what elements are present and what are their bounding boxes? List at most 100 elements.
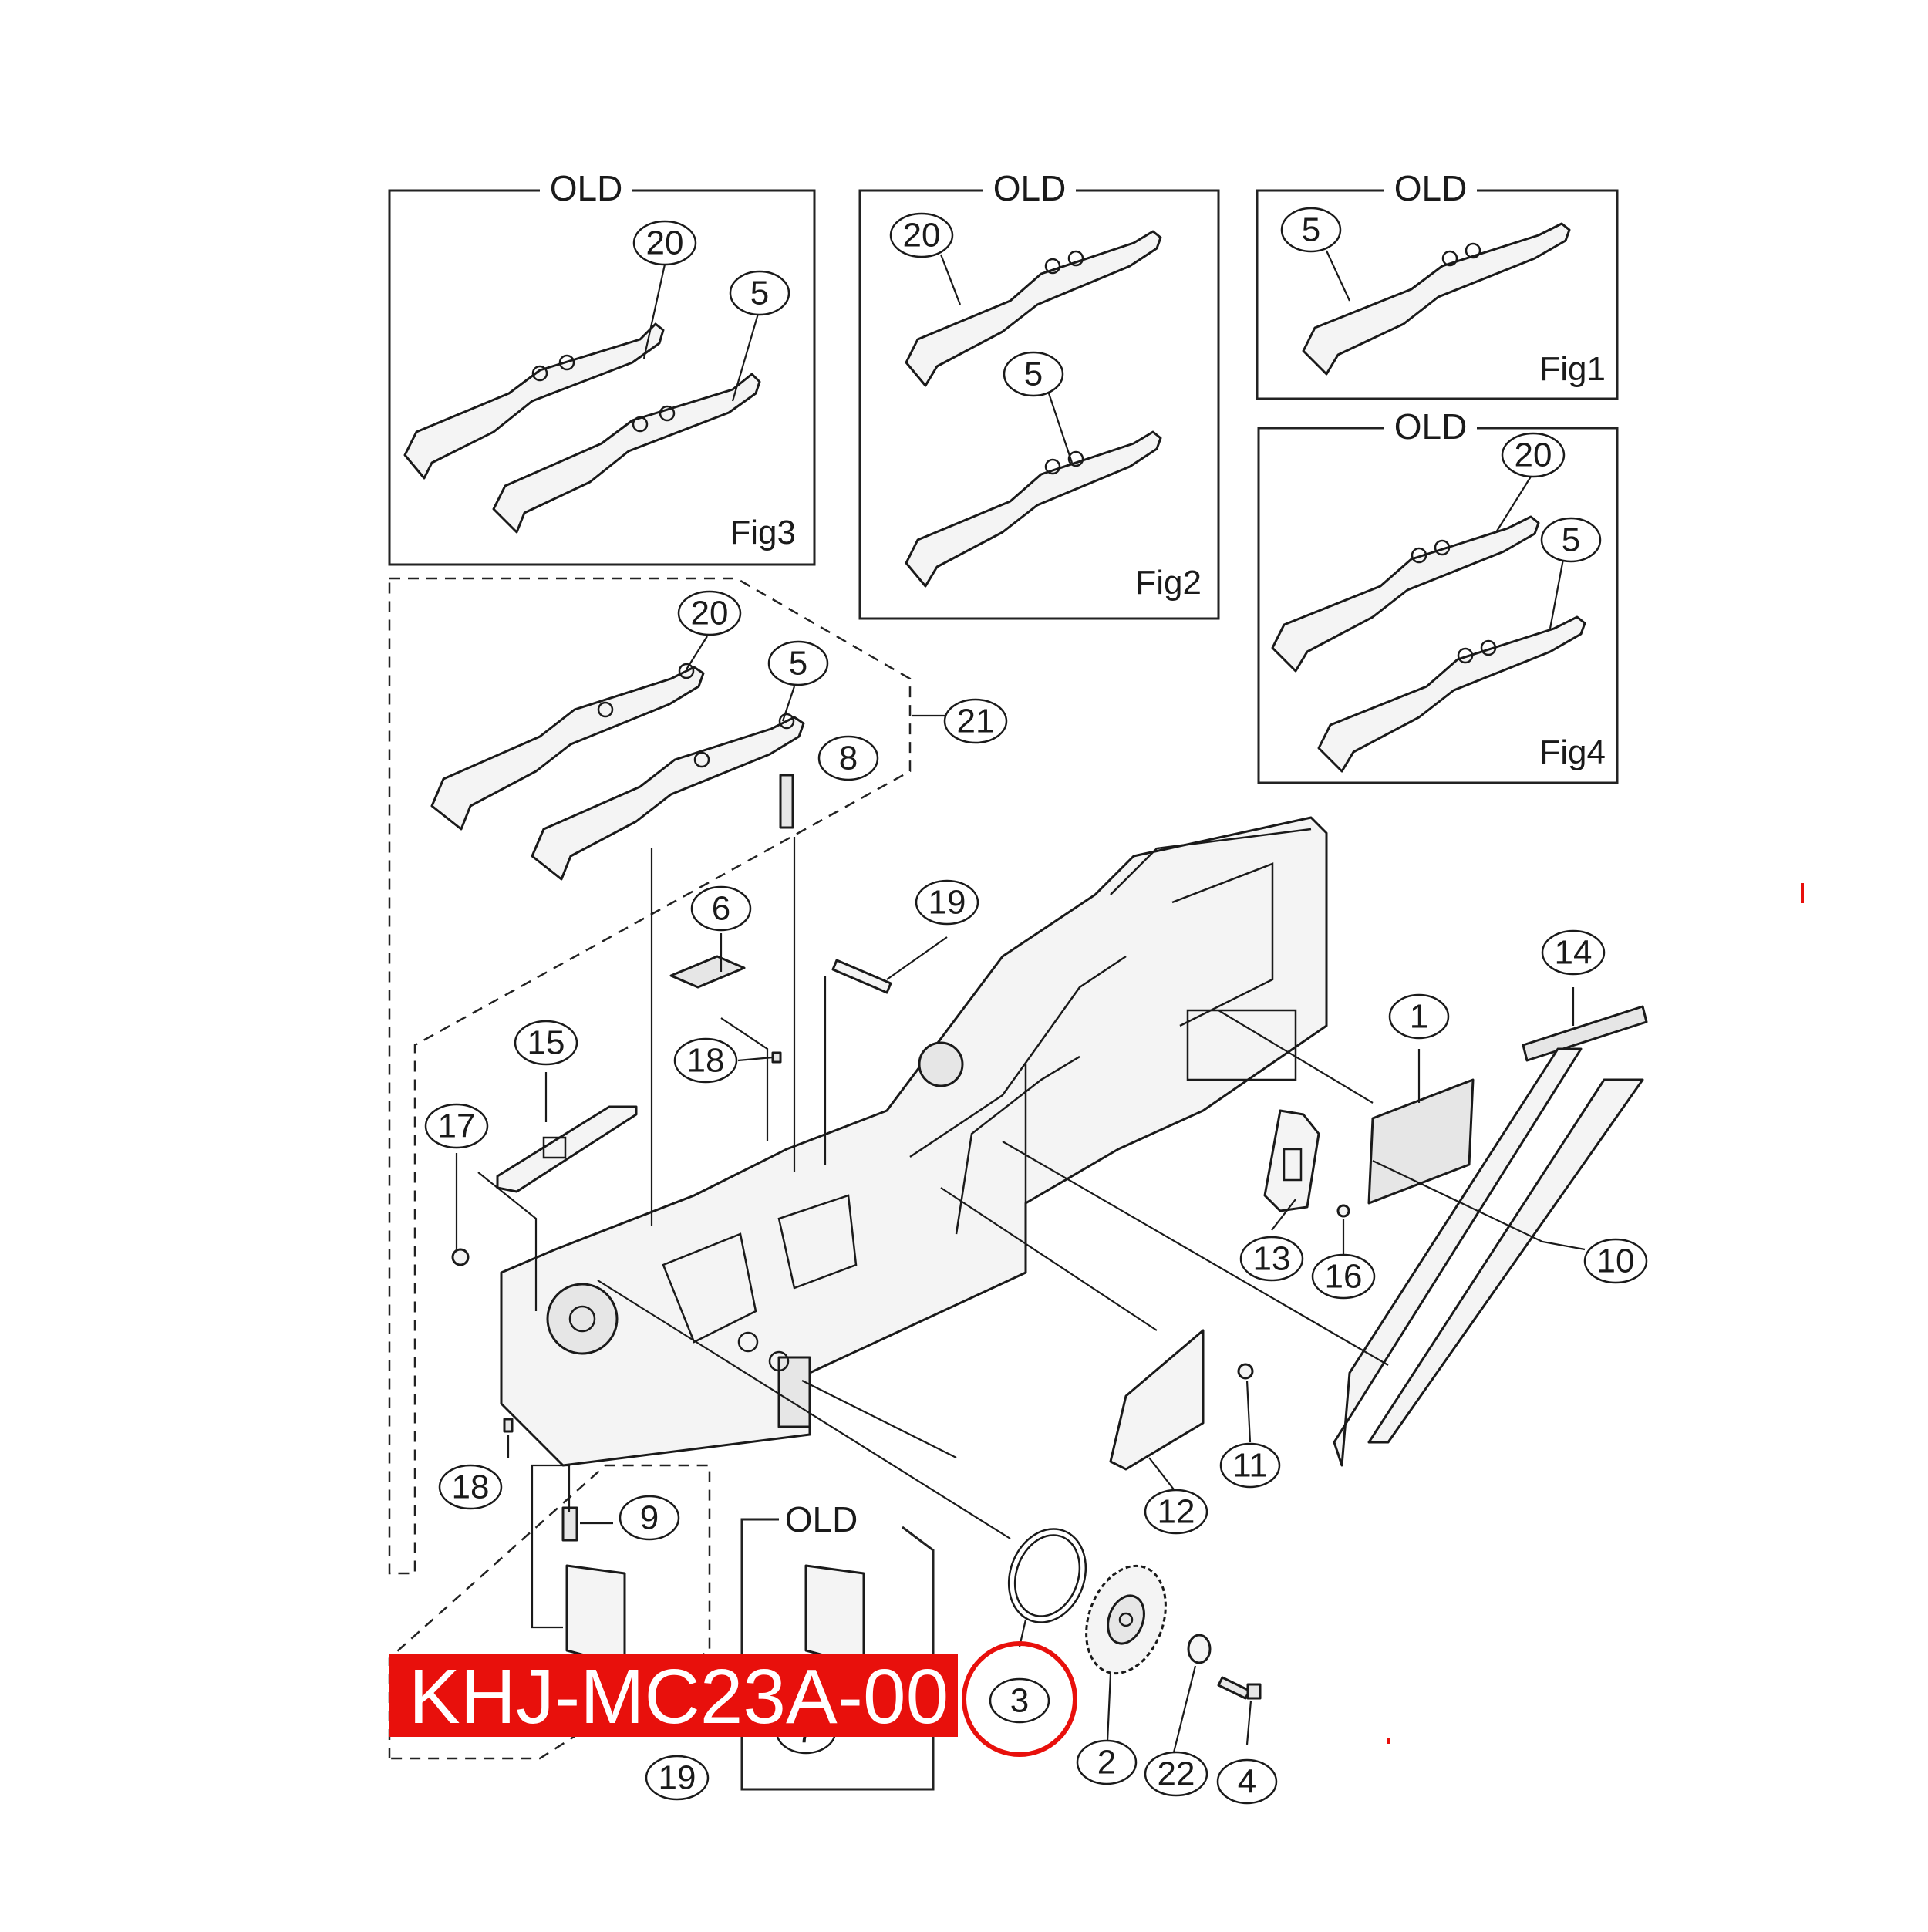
part-2-sprocket xyxy=(1085,1564,1167,1675)
svg-text:10: 10 xyxy=(1597,1242,1635,1280)
svg-text:18: 18 xyxy=(452,1468,490,1506)
old-label: OLD xyxy=(1394,406,1468,447)
callout-19: 19 xyxy=(645,1755,710,1801)
part-19-pin xyxy=(831,959,892,994)
svg-text:5: 5 xyxy=(1562,521,1580,559)
callout-10: 10 xyxy=(1583,1238,1648,1284)
svg-text:13: 13 xyxy=(1253,1240,1291,1278)
callout-8: 8 xyxy=(817,735,879,781)
svg-text:14: 14 xyxy=(1555,934,1593,972)
lower-bracket xyxy=(565,1564,626,1667)
feeder-main-frame xyxy=(500,816,1328,1467)
callout-1: 1 xyxy=(1388,993,1450,1040)
svg-text:KHJ-MC23A-00: KHJ-MC23A-00 xyxy=(409,1654,949,1740)
callout-15: 15 xyxy=(514,1020,578,1066)
svg-text:1: 1 xyxy=(1410,998,1428,1036)
part-9-spring xyxy=(561,1506,578,1542)
part-6 xyxy=(669,955,746,989)
svg-text:22: 22 xyxy=(1158,1755,1195,1793)
old-box-fig4: OLD Fig4 xyxy=(1257,406,1619,784)
svg-text:18: 18 xyxy=(687,1042,725,1080)
svg-text:4: 4 xyxy=(1238,1763,1256,1801)
callout-4: 4 xyxy=(1216,1758,1278,1805)
part-4-screw xyxy=(1217,1676,1251,1700)
callout-3: 3 xyxy=(989,1677,1050,1724)
callout-9: 9 xyxy=(619,1495,680,1541)
figure-label-fig4: Fig4 xyxy=(1539,733,1606,771)
part-11-screw xyxy=(1237,1363,1254,1380)
svg-text:20: 20 xyxy=(903,217,941,255)
svg-text:19: 19 xyxy=(929,884,966,922)
callout-20: 20 xyxy=(1501,432,1566,478)
old-box-fig2: OLD Fig2 xyxy=(858,168,1220,620)
part-17-screw xyxy=(451,1248,470,1266)
svg-text:3: 3 xyxy=(1010,1682,1029,1720)
callout-5: 5 xyxy=(1540,517,1602,563)
callout-6: 6 xyxy=(690,885,752,932)
svg-text:11: 11 xyxy=(1232,1447,1268,1485)
part-16-screw xyxy=(1336,1204,1350,1218)
svg-text:5: 5 xyxy=(1024,356,1043,393)
callout-2: 2 xyxy=(1076,1739,1138,1785)
svg-text:2: 2 xyxy=(1097,1744,1116,1782)
callout-5: 5 xyxy=(1003,351,1064,397)
callout-21: 21 xyxy=(943,698,1008,744)
red-mark xyxy=(1387,1738,1390,1744)
part-3-ring xyxy=(1007,1528,1087,1623)
assembly-21-outline xyxy=(388,577,912,1575)
callout-14: 14 xyxy=(1541,929,1606,976)
svg-text:8: 8 xyxy=(839,740,858,777)
leader-lines xyxy=(455,250,1586,1759)
callout-19: 19 xyxy=(915,879,979,926)
old-box-part7: OLD xyxy=(740,1499,935,1791)
red-mark xyxy=(1801,883,1804,903)
svg-text:9: 9 xyxy=(640,1499,659,1537)
old-label: OLD xyxy=(1394,168,1468,208)
part-code-label: KHJ-MC23A-00 xyxy=(389,1654,958,1740)
old-label: OLD xyxy=(550,168,623,208)
svg-text:20: 20 xyxy=(646,224,684,262)
figure-label-fig3: Fig3 xyxy=(730,514,796,551)
callout-13: 13 xyxy=(1239,1236,1304,1282)
callout-11: 11 xyxy=(1219,1442,1281,1489)
part-1-label xyxy=(1367,1078,1475,1205)
part-8-spring xyxy=(779,774,794,829)
old-box-fig1: OLD Fig1 xyxy=(1256,168,1619,400)
callout-12: 12 xyxy=(1144,1489,1208,1535)
callout-5: 5 xyxy=(729,270,790,316)
callout-20: 20 xyxy=(677,590,742,636)
part-13 xyxy=(1263,1109,1320,1212)
figure-label-fig1: Fig1 xyxy=(1539,350,1606,388)
svg-text:12: 12 xyxy=(1158,1493,1195,1531)
old-label: OLD xyxy=(785,1499,858,1539)
part-14 xyxy=(1522,1005,1648,1062)
callout-17: 17 xyxy=(424,1103,489,1149)
part-18-setscrew-lower xyxy=(503,1418,514,1433)
svg-text:5: 5 xyxy=(1302,211,1320,249)
callout-20: 20 xyxy=(889,212,954,258)
callout-22: 22 xyxy=(1144,1751,1208,1797)
callout-5: 5 xyxy=(767,640,829,686)
callout-16: 16 xyxy=(1311,1253,1376,1300)
old-box-fig3: OLD Fig3 xyxy=(388,168,816,566)
callout-20: 20 xyxy=(632,220,697,266)
callout-18: 18 xyxy=(673,1037,738,1084)
svg-text:20: 20 xyxy=(691,595,729,632)
callout-18: 18 xyxy=(438,1464,503,1510)
svg-text:16: 16 xyxy=(1325,1258,1363,1296)
highlight-circle xyxy=(962,1641,1077,1757)
part-7-bracket xyxy=(804,1564,865,1667)
svg-text:6: 6 xyxy=(712,890,730,928)
svg-text:20: 20 xyxy=(1515,437,1552,474)
old-label: OLD xyxy=(993,168,1067,208)
part-22-washer xyxy=(1187,1634,1212,1664)
svg-text:19: 19 xyxy=(659,1759,696,1797)
part-12-plate xyxy=(1109,1329,1205,1471)
svg-text:17: 17 xyxy=(438,1108,476,1145)
part-10-guide xyxy=(1333,1047,1583,1467)
callout-5: 5 xyxy=(1280,207,1342,253)
part-18-setscrew xyxy=(771,1051,782,1064)
svg-text:21: 21 xyxy=(957,703,995,740)
svg-text:5: 5 xyxy=(750,275,769,312)
